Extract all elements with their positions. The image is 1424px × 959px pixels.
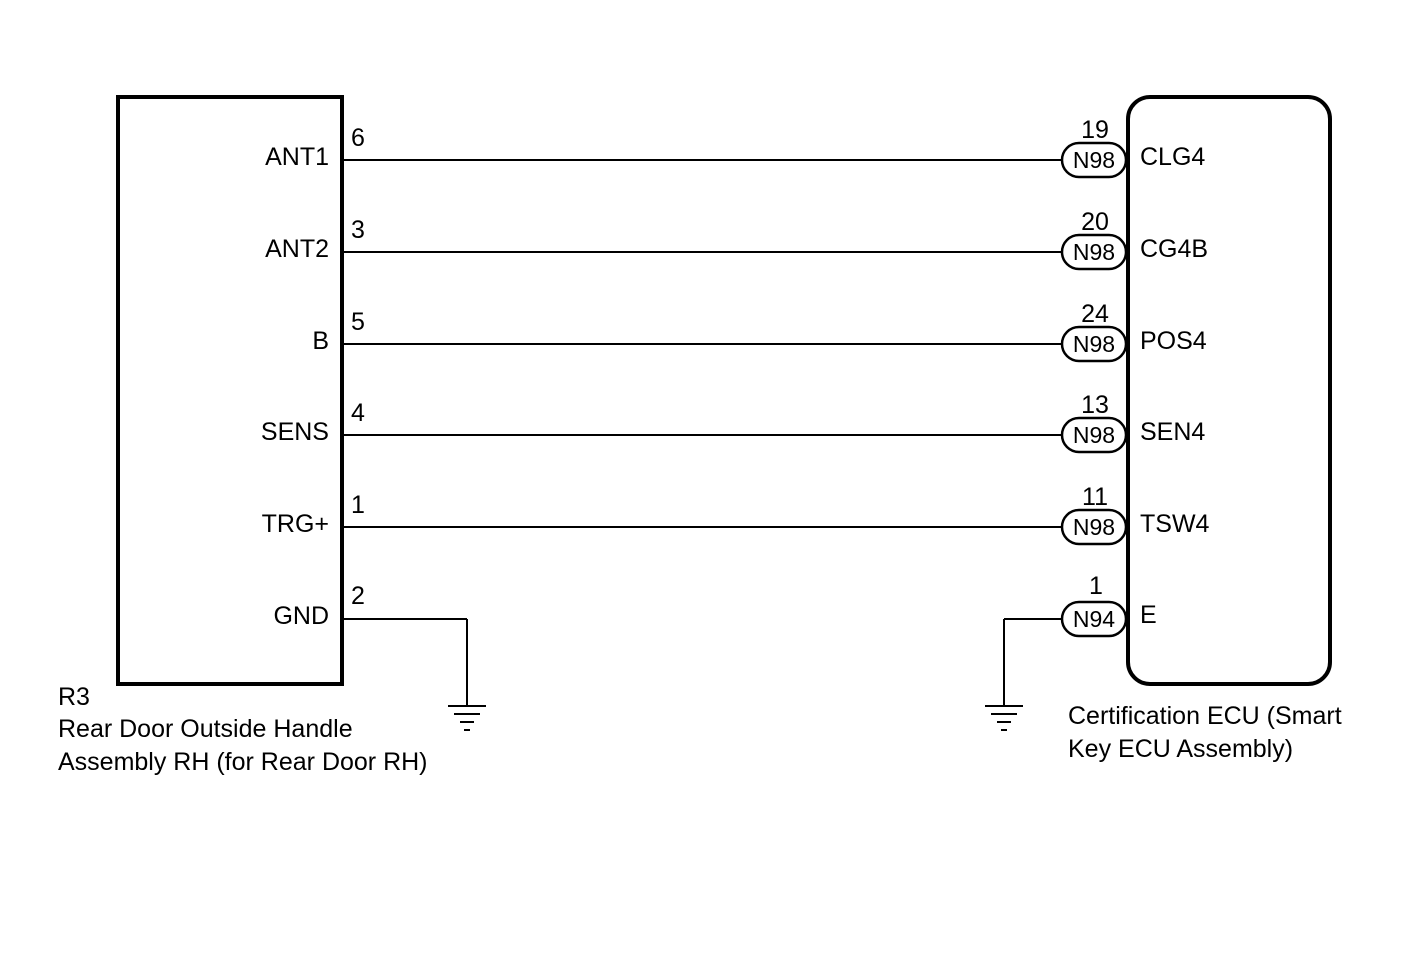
right-component-title: Certification ECU (Smart Key ECU Assembl… xyxy=(1068,702,1342,763)
left-component-code: R3 xyxy=(58,683,90,711)
right-pin-number: 19 xyxy=(1081,116,1109,144)
left-terminal-label: ANT1 xyxy=(265,143,329,171)
left-component-box xyxy=(116,95,344,686)
right-component-name-line-1: Certification ECU (Smart xyxy=(1068,702,1342,730)
right-ground-pin: 1 xyxy=(1089,572,1103,600)
connector-oval xyxy=(1060,233,1128,271)
left-pin-number: 1 xyxy=(351,491,365,519)
left-terminal-label: TRG+ xyxy=(262,510,329,538)
left-ground-terminal: GND xyxy=(273,602,329,630)
connector-oval xyxy=(1060,325,1128,363)
right-component-name-line-2: Key ECU Assembly) xyxy=(1068,735,1293,763)
left-pin-number: 4 xyxy=(351,399,365,427)
right-terminal-label: POS4 xyxy=(1140,327,1207,355)
right-component-box xyxy=(1126,95,1332,686)
left-component-name-line-2: Assembly RH (for Rear Door RH) xyxy=(58,748,428,776)
right-pin-number: 24 xyxy=(1081,300,1109,328)
left-component-title: R3 Rear Door Outside Handle Assembly RH … xyxy=(58,683,428,776)
right-ground-terminal: E xyxy=(1140,601,1157,629)
connector-label: N98 xyxy=(1073,514,1115,540)
right-ground-connector-label: N94 xyxy=(1073,606,1115,632)
left-pin-number: 3 xyxy=(351,216,365,244)
right-terminal-label: SEN4 xyxy=(1140,418,1205,446)
connector-label: N98 xyxy=(1073,422,1115,448)
right-pin-number: 20 xyxy=(1081,208,1109,236)
left-terminal-label: B xyxy=(312,327,329,355)
left-ground-circuit: 2 GND xyxy=(273,582,486,731)
right-terminal-label: CLG4 xyxy=(1140,143,1205,171)
connector-label: N98 xyxy=(1073,147,1115,173)
right-terminal-label: CG4B xyxy=(1140,235,1208,263)
right-ground-symbol-icon xyxy=(985,705,1023,731)
left-pin-number: 6 xyxy=(351,124,365,152)
connector-oval xyxy=(1060,416,1128,454)
left-terminal-label: ANT2 xyxy=(265,235,329,263)
right-ground-circuit: N94 1 E xyxy=(985,572,1157,731)
connector-oval xyxy=(1060,141,1128,179)
connector-label: N98 xyxy=(1073,331,1115,357)
right-terminal-label: TSW4 xyxy=(1140,510,1210,538)
left-pin-number: 5 xyxy=(351,308,365,336)
connector-label: N98 xyxy=(1073,239,1115,265)
connector-oval xyxy=(1060,508,1128,546)
right-ground-connector xyxy=(1060,600,1128,638)
right-pin-number: 13 xyxy=(1081,391,1109,419)
left-ground-symbol-icon xyxy=(448,705,486,731)
left-component-name-line-1: Rear Door Outside Handle xyxy=(58,715,353,743)
right-pin-number: 11 xyxy=(1082,483,1108,511)
left-ground-pin: 2 xyxy=(351,582,365,610)
left-terminal-label: SENS xyxy=(261,418,329,446)
